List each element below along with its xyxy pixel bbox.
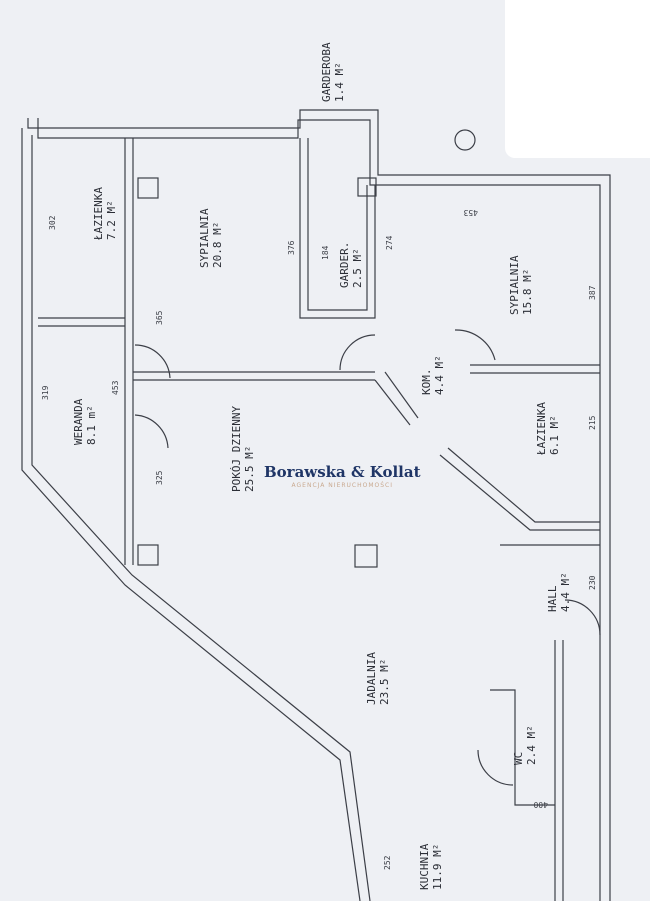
room-garderoba: GARDEROBA1.4 M² [320,42,346,102]
dimension: 365 [155,310,164,325]
room-labels: ŁAZIENKA7.2 M² SYPIALNIA20.8 M² GARDEROB… [72,42,572,890]
dimension: 453 [111,380,120,395]
dimension-labels: 302 365 376 387 453 319 325 215 230 274 … [41,208,597,870]
logo-name: Borawska & Kollat [264,463,421,481]
room-sypialnia-1: SYPIALNIA20.8 M² [198,208,224,268]
room-sypialnia-2: SYPIALNIA15.8 M² [508,255,534,315]
dimension: 387 [588,285,597,300]
agency-logo: Borawska & Kollat AGENCJA NIERUCHOMOŚCI [264,463,421,489]
room-lazienka-1: ŁAZIENKA7.2 M² [92,187,118,241]
dimension: 302 [48,215,57,230]
logo-tagline: AGENCJA NIERUCHOMOŚCI [291,482,394,489]
dimension: 376 [287,240,296,255]
room-garder: GARDER.2.5 M² [338,242,364,288]
room-pokoj-dzienny: POKÓJ DZIENNY25.5 M² [230,406,256,492]
room-komorka: KOM.4.4 M² [420,355,446,395]
dimension: 319 [41,385,50,400]
dimension: 453 [463,208,478,217]
room-weranda: WERANDA8.1 m² [72,398,98,445]
dimension: 215 [588,415,597,430]
room-lazienka-2: ŁAZIENKA6.1 M² [535,402,561,456]
dimension: 184 [321,245,330,260]
room-kuchnia: KUCHNIA11.9 M² [418,843,444,890]
room-jadalnia: JADALNIA23.5 M² [365,652,391,705]
room-hall: HALL4.4 M² [546,572,572,612]
dimension: 400 [533,800,548,809]
dimension: 325 [155,470,164,485]
dimension: 274 [385,235,394,250]
walls [21,109,611,901]
dimension: 252 [383,855,392,870]
blank-corner [505,0,650,158]
room-wc: WC2.4 M² [512,725,538,765]
dimension: 230 [588,575,597,590]
